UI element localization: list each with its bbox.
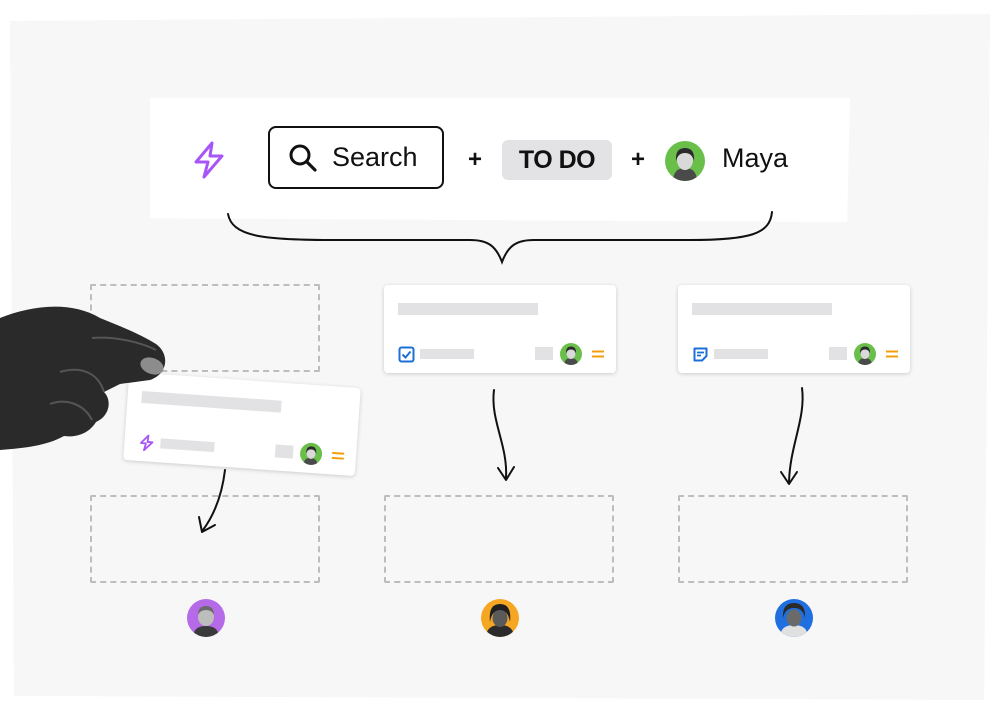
assignee-avatar[interactable]	[853, 342, 877, 366]
brace-connector	[227, 211, 773, 265]
story-note-icon	[693, 347, 708, 362]
card-key-placeholder	[714, 349, 768, 359]
flow-arrowhead	[198, 516, 216, 533]
status-chip-todo[interactable]: TO DO	[502, 140, 612, 180]
story-points-placeholder	[535, 347, 553, 360]
checkbox-task-icon	[398, 346, 415, 363]
flow-arrow	[788, 387, 804, 483]
lightning-bolt-icon	[140, 434, 154, 452]
user-avatar-orange[interactable]	[480, 598, 520, 638]
card-title-placeholder	[692, 303, 832, 315]
flow-arrow	[202, 469, 226, 531]
issue-card[interactable]	[678, 285, 910, 373]
medium-priority-icon	[331, 451, 345, 460]
assignee-avatar[interactable]	[298, 441, 324, 467]
flow-arrowhead	[780, 471, 798, 485]
search-icon	[289, 144, 317, 172]
flow-arrow	[492, 389, 508, 479]
user-avatar-purple[interactable]	[186, 598, 226, 638]
automation-rule-bar	[150, 98, 850, 222]
dragged-issue-card[interactable]	[123, 372, 361, 476]
empty-card-slot	[384, 495, 614, 583]
assignee-name: Maya	[722, 143, 789, 173]
medium-priority-icon	[592, 350, 604, 358]
search-label: Search	[332, 142, 418, 172]
lightning-bolt-icon	[194, 141, 224, 179]
story-points-placeholder	[829, 347, 847, 360]
medium-priority-icon	[886, 350, 898, 358]
empty-card-slot	[678, 495, 908, 583]
assignee-avatar[interactable]	[559, 342, 583, 366]
plus-operator: +	[631, 146, 646, 173]
flow-arrowhead	[497, 466, 515, 481]
card-title-placeholder	[398, 303, 538, 315]
search-button[interactable]: Search	[268, 126, 444, 189]
card-key-placeholder	[420, 349, 474, 359]
user-avatar-blue[interactable]	[774, 598, 814, 638]
maya-avatar[interactable]	[664, 140, 706, 182]
empty-card-slot	[90, 495, 320, 583]
issue-card[interactable]	[384, 285, 616, 373]
plus-operator: +	[468, 146, 483, 173]
